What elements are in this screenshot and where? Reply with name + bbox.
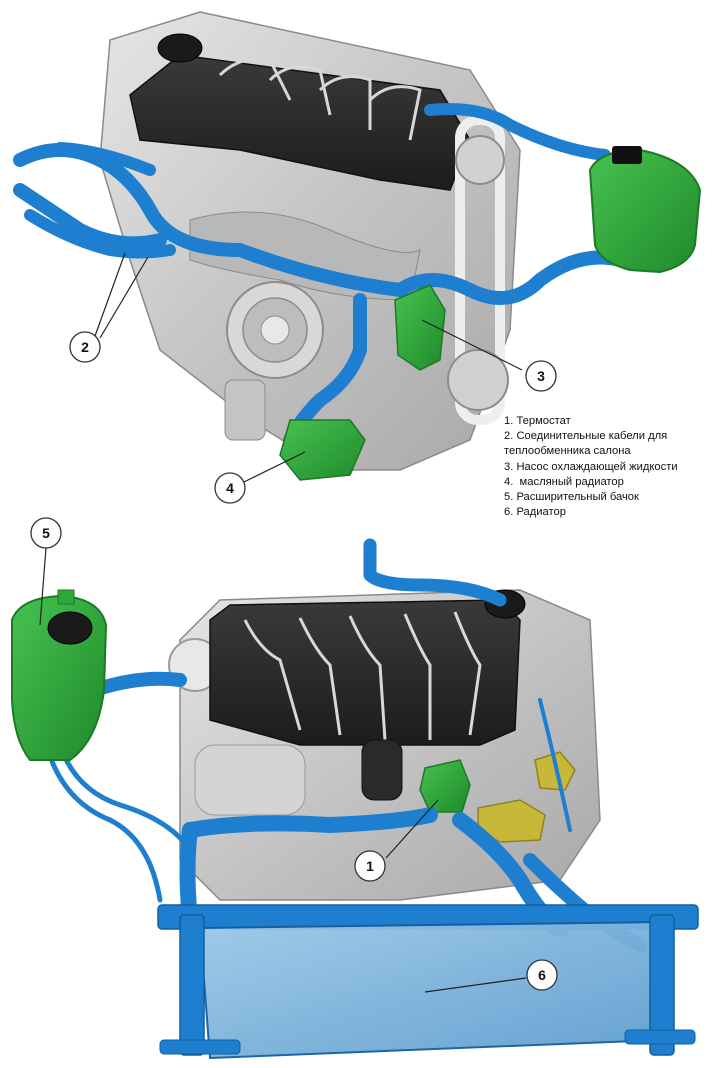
callout-1-leader: [385, 799, 439, 859]
legend-item-5: 5. Расширительный бачок: [504, 491, 639, 504]
callout-4-leader: [243, 451, 306, 483]
callout-3: 3: [525, 360, 557, 392]
bottom-oil-filter: [361, 739, 403, 801]
top-injector-lines: [218, 57, 422, 141]
legend-item-2: 2. Соединительные кабели для теплообменн…: [504, 430, 671, 458]
callout-2: 2: [69, 331, 101, 363]
radiator-core: [198, 920, 661, 1060]
bottom-expansion-tank: [11, 589, 108, 761]
callout-3-label: 3: [537, 368, 545, 384]
callout-1: 1: [354, 850, 386, 882]
radiator: [157, 904, 699, 1060]
callout-1-label: 1: [366, 858, 374, 874]
callout-circles: 2 3 4 5 1 6: [30, 331, 558, 991]
callout-5-leader: [39, 547, 47, 626]
callout-5: 5: [30, 517, 62, 549]
bottom-injector-lines: [243, 611, 482, 741]
callout-6: 6: [526, 959, 558, 991]
callout-5-label: 5: [42, 525, 50, 541]
legend-item-6: 6. Радиатор: [504, 506, 566, 519]
callout-3-leader: [421, 319, 523, 371]
callout-2-leader-a: [94, 252, 126, 337]
legend-item-3: 3. Насос охлаждающей жидкости: [504, 460, 678, 473]
top-oil-cooler: [279, 419, 366, 481]
callout-4-label: 4: [226, 480, 234, 496]
callout-2-leader-b: [99, 256, 149, 339]
bottom-valve-cover: [209, 599, 521, 746]
top-pulley: [447, 115, 509, 425]
top-expansion-tank: [588, 146, 702, 274]
legend: 1. Термостат 2. Соединительные кабели дл…: [504, 414, 709, 520]
callout-6-label: 6: [538, 967, 546, 983]
bottom-thermostat: [419, 759, 471, 813]
callouts: [39, 252, 527, 993]
top-turbocharger: [224, 281, 324, 441]
callout-6-leader: [424, 977, 527, 993]
bottom-heat-shield: [194, 744, 306, 816]
bottom-engine-view: [11, 538, 699, 1060]
top-oil-filler-cap: [157, 33, 203, 63]
legend-item-4: 4. масляный радиатор: [504, 475, 624, 488]
top-engine-view: [13, 11, 702, 481]
legend-item-1: 1. Термостат: [504, 415, 571, 427]
top-water-pump: [394, 284, 446, 371]
callout-2-label: 2: [81, 339, 89, 355]
callout-4: 4: [214, 472, 246, 504]
